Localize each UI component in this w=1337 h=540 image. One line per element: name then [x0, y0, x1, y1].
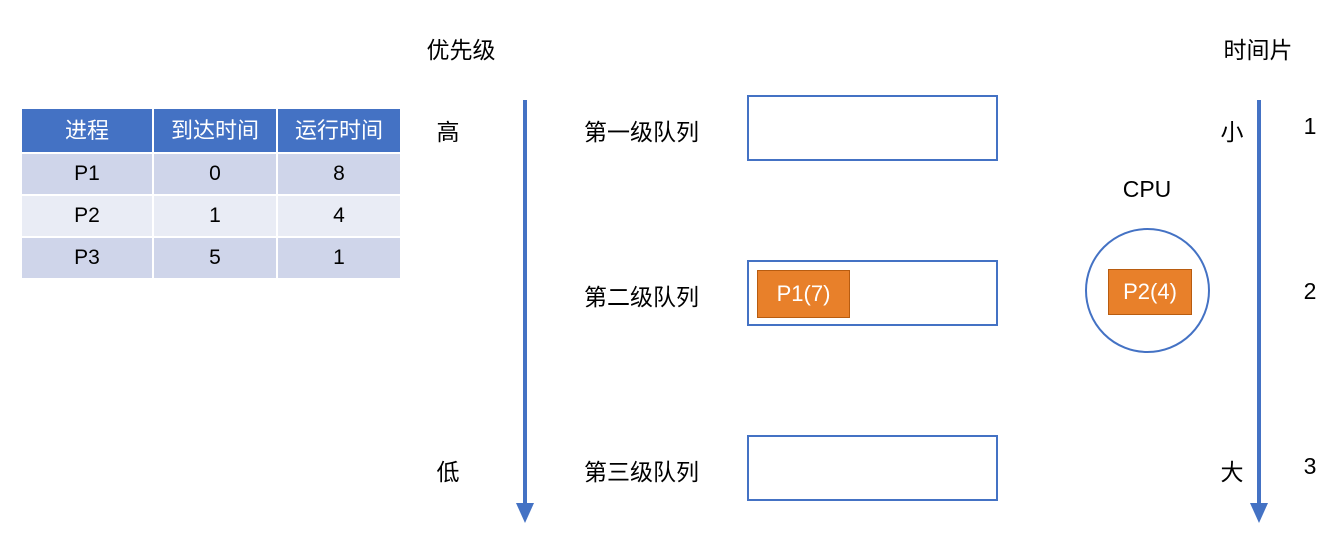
- priority-axis-title: 优先级: [426, 37, 496, 63]
- table-cell-arrival-time: 5: [154, 238, 276, 278]
- table-cell-run-time: 4: [278, 196, 400, 236]
- timeslice-small-label: 小: [1220, 119, 1244, 145]
- priority-high-label: 高: [436, 119, 460, 145]
- cpu-circle[interactable]: P2(4): [1085, 228, 1210, 353]
- table-row: P3 5 1: [22, 238, 400, 278]
- table-header-cell-process: 进程: [22, 109, 152, 152]
- process-block-p1[interactable]: P1(7): [757, 270, 850, 318]
- timeslice-large-label: 大: [1220, 459, 1244, 485]
- timeslice-value-3: 3: [1303, 453, 1317, 479]
- priority-low-label: 低: [436, 459, 460, 485]
- timeslice-value-2: 2: [1303, 278, 1317, 304]
- table-cell-process: P1: [22, 154, 152, 194]
- table-row: P2 1 4: [22, 196, 400, 236]
- table-cell-arrival-time: 1: [154, 196, 276, 236]
- table-cell-process: P3: [22, 238, 152, 278]
- table-header-row: 进程 到达时间 运行时间: [22, 109, 400, 152]
- timeslice-arrow-icon: [1250, 100, 1268, 523]
- timeslice-axis-title: 时间片: [1223, 37, 1293, 63]
- queue-box-1[interactable]: [747, 95, 998, 161]
- process-block-label: P1(7): [776, 281, 831, 306]
- table-row: P1 0 8: [22, 154, 400, 194]
- timeslice-value-1: 1: [1303, 113, 1317, 139]
- cpu-label: CPU: [1122, 176, 1172, 202]
- process-table: 进程 到达时间 运行时间 P1 0 8 P2 1 4 P3 5 1: [20, 107, 402, 280]
- process-block-label: P2(4): [1123, 279, 1177, 304]
- queue-label-2: 第二级队列: [584, 284, 699, 310]
- queue-box-3[interactable]: [747, 435, 998, 501]
- queue-box-2[interactable]: P1(7): [747, 260, 998, 326]
- table-cell-run-time: 1: [278, 238, 400, 278]
- table-cell-run-time: 8: [278, 154, 400, 194]
- table-cell-arrival-time: 0: [154, 154, 276, 194]
- table-header-cell-run-time: 运行时间: [278, 109, 400, 152]
- queue-label-3: 第三级队列: [584, 459, 699, 485]
- process-block-p2[interactable]: P2(4): [1108, 269, 1192, 315]
- priority-arrow-icon: [516, 100, 534, 523]
- queue-label-1: 第一级队列: [584, 119, 699, 145]
- table-cell-process: P2: [22, 196, 152, 236]
- table-header-cell-arrival-time: 到达时间: [154, 109, 276, 152]
